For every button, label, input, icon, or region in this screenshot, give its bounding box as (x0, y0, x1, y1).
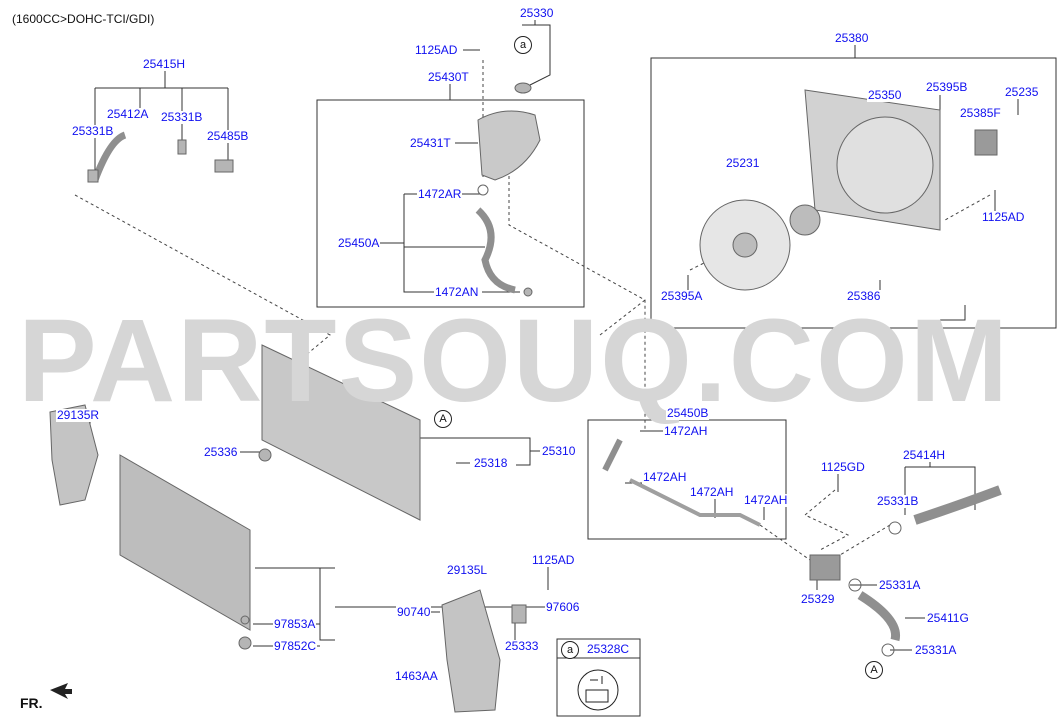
part-label[interactable]: 25331B (876, 494, 920, 508)
part-label[interactable]: 25412A (106, 107, 150, 121)
part-label[interactable]: 25450B (666, 406, 710, 420)
part-label[interactable]: 25485B (206, 129, 250, 143)
outlet-fitting-shape (809, 554, 841, 581)
part-label[interactable]: 25385F (959, 106, 1002, 120)
coolant-warning-icon (577, 669, 619, 711)
marker-A: A (434, 410, 452, 428)
marker-a: a (514, 36, 532, 54)
part-label[interactable]: 25415H (142, 57, 187, 71)
hose-shape (857, 591, 901, 642)
hose-shape (913, 485, 1002, 525)
air-guard-left-shape (441, 589, 501, 713)
resistor-shape (974, 129, 998, 156)
part-label[interactable]: 25331A (914, 643, 958, 657)
marker-A: A (865, 661, 883, 679)
air-guard-right-shape (49, 404, 99, 506)
part-label[interactable]: 25431T (409, 136, 452, 150)
part-label[interactable]: 25235 (1004, 85, 1040, 99)
part-label[interactable]: 1472AH (642, 470, 688, 484)
part-label[interactable]: 25386 (846, 289, 882, 303)
part-label[interactable]: 1472AH (689, 485, 735, 499)
part-label[interactable]: 25328C (586, 642, 631, 656)
part-label[interactable]: 25310 (541, 444, 577, 458)
part-label[interactable]: 1125AD (414, 43, 459, 57)
reservoir-tank-shape (477, 110, 541, 181)
label-box (556, 638, 641, 717)
part-label[interactable]: 25414H (902, 448, 947, 462)
part-label[interactable]: 25350 (867, 88, 903, 102)
pipe-shape (629, 478, 761, 527)
reservoir-cap-shape (514, 82, 532, 94)
part-label[interactable]: 25430T (427, 70, 470, 84)
part-label[interactable]: 1463AA (394, 669, 439, 683)
part-label[interactable]: 29135L (446, 563, 489, 577)
part-label[interactable]: 97853A (273, 617, 317, 631)
part-label[interactable]: 1472AR (417, 187, 463, 201)
marker-a: a (561, 641, 579, 659)
engine-spec: (1600CC>DOHC-TCI/GDI) (12, 12, 155, 26)
part-label[interactable]: 1125AD (981, 210, 1026, 224)
part-label[interactable]: 1472AH (743, 493, 789, 507)
fan-group-box (650, 57, 1057, 329)
front-arrow-icon (50, 683, 72, 699)
fan-motor-shape (789, 204, 821, 236)
part-label[interactable]: 1472AH (663, 424, 709, 438)
part-label[interactable]: 25336 (203, 445, 239, 459)
part-label[interactable]: 25318 (473, 456, 509, 470)
reservoir-group-box (316, 99, 585, 308)
front-direction-label: FR. (20, 695, 43, 711)
radiator-shape (261, 344, 421, 521)
hose-shape (475, 207, 516, 294)
part-label[interactable]: 1125AD (531, 553, 576, 567)
part-label[interactable]: 97852C (273, 639, 318, 653)
part-label[interactable]: 25331B (160, 110, 204, 124)
part-label[interactable]: 25411G (926, 611, 970, 625)
part-label[interactable]: 25231 (725, 156, 761, 170)
part-label[interactable]: 97606 (545, 600, 581, 614)
part-label[interactable]: 25450A (337, 236, 381, 250)
part-label[interactable]: 90740 (396, 605, 432, 619)
watermark: PARTSOUQ.COM (18, 295, 1011, 427)
part-label[interactable]: 1125GD (820, 460, 866, 474)
condenser-shape (119, 454, 251, 631)
hose-shape (602, 438, 623, 472)
part-label[interactable]: 25380 (834, 31, 870, 45)
hose-group-box (587, 419, 787, 540)
part-label[interactable]: 25395B (925, 80, 969, 94)
part-label[interactable]: 25331A (878, 578, 922, 592)
part-label[interactable]: 25395A (660, 289, 704, 303)
part-label[interactable]: 25331B (71, 124, 115, 138)
part-label[interactable]: 29135R (56, 408, 101, 422)
part-label[interactable]: 25333 (504, 639, 540, 653)
part-label[interactable]: 25329 (800, 592, 836, 606)
part-label[interactable]: 25330 (519, 6, 555, 20)
part-label[interactable]: 1472AN (434, 285, 480, 299)
hose-shape (91, 131, 127, 182)
